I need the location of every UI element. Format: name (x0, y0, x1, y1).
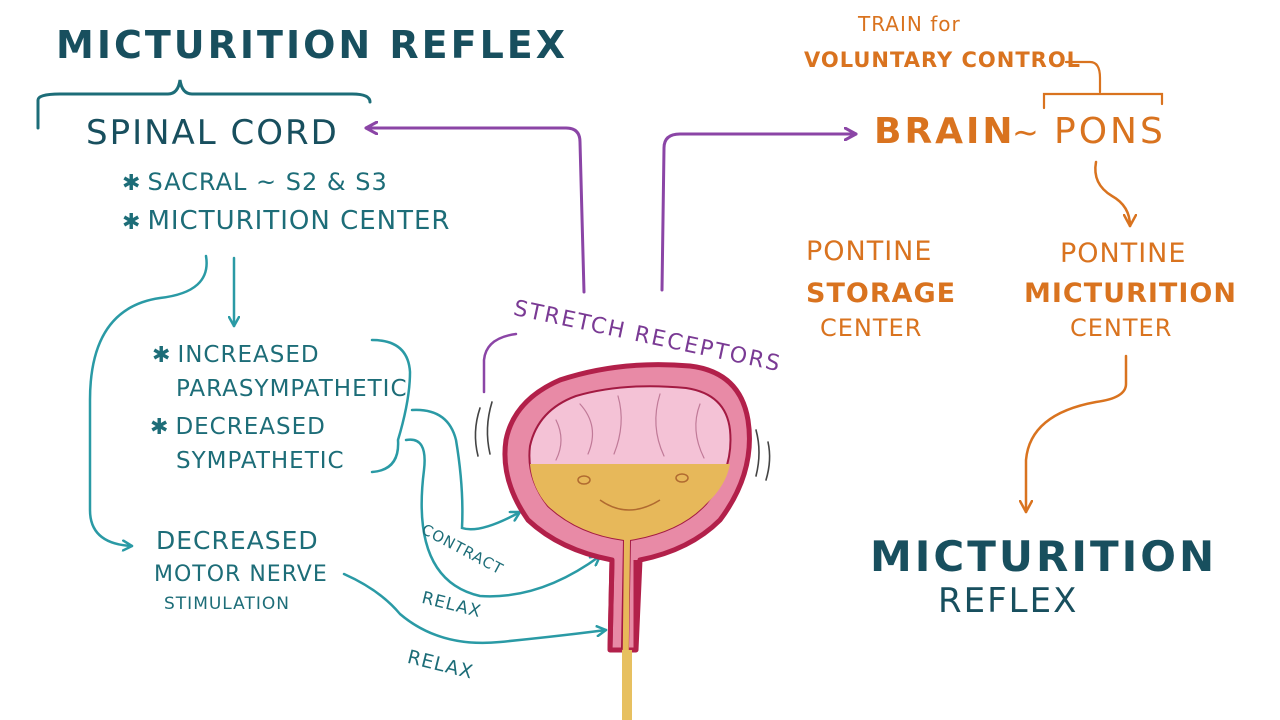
voluntary-control-bracket (1042, 60, 1164, 110)
stretch-vibration-marks (474, 401, 771, 481)
result-micturition: MICTURITION (870, 532, 1218, 581)
urine-fill (530, 464, 730, 720)
motor-nerve-label: MOTOR NERVE (154, 562, 328, 587)
pons-label: PONS (1054, 111, 1166, 152)
result-reflex: REFLEX (938, 581, 1079, 621)
sacral-line: ✱SACRAL ~ S2 & S3 (122, 170, 388, 195)
arrow-to-motor-nerve (88, 254, 208, 546)
pontine-storage-line2: STORAGE (806, 278, 957, 309)
arrow-pons-to-pmc (1094, 160, 1130, 228)
pmc-line3: CENTER (1070, 314, 1173, 342)
urethra-stream (622, 650, 632, 720)
brain-label: BRAIN (874, 111, 1016, 152)
bladder-wall-left (607, 559, 615, 651)
decreased-line: ✱DECREASED (150, 416, 326, 439)
page-title: MICTURITION REFLEX (56, 23, 569, 67)
decreased-text: DECREASED (175, 414, 326, 440)
micturition-center-line: ✱MICTURITION CENTER (122, 208, 450, 234)
stretch-receptor-pointer (482, 332, 518, 394)
increased-line: ✱INCREASED (152, 344, 320, 367)
train-for-label: TRAIN for (858, 12, 961, 36)
relax-arrow-internal (404, 438, 602, 598)
relax-arrow-external (342, 572, 608, 645)
contract-arrow (410, 408, 522, 531)
sympathetic-text: SYMPATHETIC (176, 448, 345, 474)
asterisk-bullet-icon: ✱ (150, 415, 170, 440)
decreased-motor-label: DECREASED (156, 526, 319, 555)
autonomic-brace (370, 338, 412, 474)
spinal-cord-heading: SPINAL CORD (86, 113, 339, 153)
voluntary-control-label: VOLUNTARY CONTROL (804, 48, 1082, 72)
micturition-center-text: MICTURITION CENTER (147, 206, 451, 236)
pmc-line1: PONTINE (1060, 238, 1187, 269)
sacral-text: SACRAL ~ S2 & S3 (147, 168, 388, 196)
stimulation-label: STIMULATION (164, 594, 290, 614)
brain-pons-tilde: ~ (1012, 113, 1040, 151)
ureter-openings (577, 473, 689, 511)
asterisk-bullet-icon: ✱ (122, 171, 142, 196)
asterisk-bullet-icon: ✱ (122, 210, 142, 235)
increased-text: INCREASED (177, 342, 320, 368)
asterisk-bullet-icon: ✱ (152, 343, 172, 368)
arrow-to-spinal-cord (364, 128, 586, 294)
spinal-cord-brace (36, 79, 372, 130)
arrow-to-brain (660, 134, 858, 292)
urinary-bladder-illustration (502, 362, 752, 720)
pontine-storage-line3: CENTER (820, 314, 923, 342)
arrow-pmc-to-reflex (1026, 354, 1128, 514)
pontine-storage-line1: PONTINE (806, 236, 933, 267)
parasympathetic-text: PARASYMPATHETIC (176, 376, 408, 402)
bladder-folds (555, 393, 705, 461)
pmc-line2: MICTURITION (1024, 278, 1237, 309)
